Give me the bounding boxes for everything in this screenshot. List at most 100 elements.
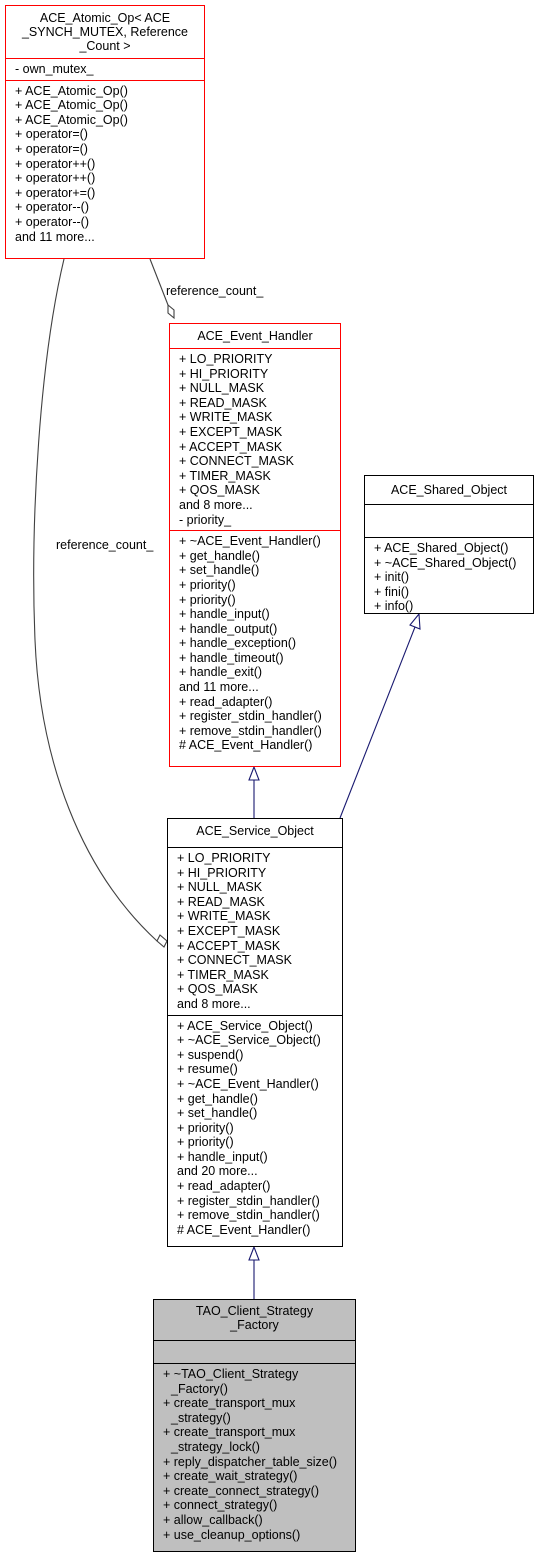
- composition-diamond-event-handler: [167, 303, 175, 320]
- method-section: + ACE_Atomic_Op() + ACE_Atomic_Op() + AC…: [6, 79, 204, 248]
- method-item: + ACE_Shared_Object(): [374, 541, 509, 555]
- attribute-item: + NULL_MASK: [177, 880, 263, 895]
- more-methods-link[interactable]: and 11 more...: [15, 229, 95, 244]
- method-item: + ~TAO_Client_Strategy: [163, 1367, 299, 1381]
- class-box-ace-event-handler[interactable]: ACE_Event_Handler + LO_PRIORITY + HI_PRI…: [169, 323, 341, 767]
- method-item: + handle_output(): [179, 621, 278, 636]
- attribute-item: + HI_PRIORITY: [177, 865, 267, 880]
- more-attributes-link[interactable]: and 8 more...: [179, 497, 253, 512]
- method-item: + set_handle(): [177, 1106, 258, 1121]
- attribute-item: + WRITE_MASK: [177, 909, 271, 924]
- attribute-item: - priority_: [179, 512, 232, 527]
- attribute-item: + READ_MASK: [177, 894, 265, 909]
- attribute-section: [365, 504, 533, 537]
- method-item: + operator++(): [15, 171, 96, 186]
- class-box-ace-shared-object[interactable]: ACE_Shared_Object + ACE_Shared_Object() …: [364, 475, 534, 614]
- method-item: + ~ACE_Shared_Object(): [374, 555, 517, 570]
- method-item: + ~ACE_Event_Handler(): [177, 1076, 319, 1091]
- class-title: ACE_Event_Handler: [170, 324, 340, 348]
- method-item: + info(): [374, 599, 414, 614]
- method-item: + priority(): [177, 1120, 234, 1135]
- attribute-item: + TIMER_MASK: [179, 468, 271, 483]
- method-item: + ACE_Atomic_Op(): [15, 112, 128, 127]
- attribute-section: [154, 1340, 355, 1363]
- method-item: + get_handle(): [179, 548, 260, 563]
- attribute-item: + QOS_MASK: [177, 982, 258, 997]
- method-item: + get_handle(): [177, 1091, 258, 1106]
- class-title-line: ACE_Service_Object: [196, 824, 314, 838]
- method-item: + read_adapter(): [177, 1179, 271, 1194]
- class-title-line: TAO_Client_Strategy: [195, 1304, 314, 1318]
- method-item: + register_stdin_handler(): [179, 709, 322, 724]
- method-item: + remove_stdin_handler(): [179, 723, 322, 738]
- method-item: + set_handle(): [179, 563, 260, 578]
- method-item: + operator=(): [15, 127, 88, 142]
- attribute-item: + HI_PRIORITY: [179, 366, 269, 381]
- method-item: + remove_stdin_handler(): [177, 1208, 320, 1223]
- edge-label-reference-count: reference_count_: [166, 284, 264, 298]
- class-box-ace-service-object[interactable]: ACE_Service_Object + LO_PRIORITY + HI_PR…: [167, 818, 343, 1247]
- class-title: ACE_Shared_Object: [365, 476, 533, 504]
- method-section: + ~ACE_Event_Handler() + get_handle() + …: [170, 530, 340, 756]
- attribute-item: + EXCEPT_MASK: [177, 923, 281, 938]
- attribute-item: + CONNECT_MASK: [179, 454, 294, 469]
- method-item: + create_wait_strategy(): [163, 1469, 298, 1484]
- attribute-item: + QOS_MASK: [179, 483, 260, 498]
- method-item: + ~ACE_Event_Handler(): [179, 534, 321, 549]
- method-item: + ACE_Atomic_Op(): [15, 98, 128, 113]
- method-item: + create_connect_strategy(): [163, 1483, 319, 1498]
- class-box-tao-client-strategy-factory[interactable]: TAO_Client_Strategy _Factory + ~TAO_Clie…: [153, 1299, 356, 1552]
- class-title-line: _Count >: [79, 39, 131, 53]
- attribute-item: + READ_MASK: [179, 395, 267, 410]
- inherit-arrow-shared-object: [409, 612, 421, 630]
- method-item-continuation: _strategy(): [171, 1410, 231, 1425]
- class-box-ace-atomic-op[interactable]: ACE_Atomic_Op< ACE _SYNCH_MUTEX, Referen…: [5, 5, 205, 259]
- method-item: + fini(): [374, 584, 410, 599]
- attribute-section: + LO_PRIORITY + HI_PRIORITY + NULL_MASK …: [170, 348, 340, 530]
- composition-diamond-service-object: [156, 934, 168, 948]
- method-item: + connect_strategy(): [163, 1498, 278, 1513]
- more-methods-link[interactable]: and 20 more...: [177, 1164, 258, 1179]
- method-item: + register_stdin_handler(): [177, 1193, 320, 1208]
- method-item: + operator--(): [15, 214, 89, 229]
- method-item-continuation: _strategy_lock(): [171, 1439, 260, 1454]
- method-item: + handle_exception(): [179, 636, 297, 651]
- more-methods-link[interactable]: and 11 more...: [179, 680, 259, 695]
- attribute-item: - own_mutex_: [15, 62, 94, 76]
- attribute-item: + ACCEPT_MASK: [177, 938, 281, 953]
- method-item: + operator++(): [15, 156, 96, 171]
- method-item: + use_cleanup_options(): [163, 1527, 301, 1542]
- method-section: + ~TAO_Client_Strategy _Factory() + crea…: [154, 1363, 355, 1545]
- attribute-section: + LO_PRIORITY + HI_PRIORITY + NULL_MASK …: [168, 847, 342, 1015]
- method-item: + ACE_Service_Object(): [177, 1018, 313, 1033]
- class-title-line: _Factory: [230, 1318, 279, 1332]
- more-attributes-link[interactable]: and 8 more...: [177, 996, 251, 1011]
- method-item: # ACE_Event_Handler(): [179, 738, 313, 753]
- method-item: + reply_dispatcher_table_size(): [163, 1454, 338, 1469]
- method-item: + priority(): [179, 592, 236, 607]
- edge-reference-count-event-handler: [149, 258, 169, 306]
- method-item-continuation: _Factory(): [171, 1381, 228, 1396]
- method-item: + init(): [374, 570, 410, 585]
- method-section: + ACE_Shared_Object() + ~ACE_Shared_Obje…: [365, 537, 533, 617]
- attribute-item: + EXCEPT_MASK: [179, 424, 283, 439]
- method-item: + read_adapter(): [179, 694, 273, 709]
- class-title-line: ACE_Atomic_Op< ACE: [39, 11, 171, 25]
- attribute-item: + CONNECT_MASK: [177, 953, 292, 968]
- method-item: + handle_exit(): [179, 665, 263, 680]
- method-item: + operator+=(): [15, 185, 96, 200]
- class-title: ACE_Atomic_Op< ACE _SYNCH_MUTEX, Referen…: [6, 6, 204, 58]
- attribute-item: + WRITE_MASK: [179, 410, 273, 425]
- method-item: + ACE_Atomic_Op(): [15, 83, 128, 98]
- method-item: + allow_callback(): [163, 1512, 263, 1527]
- method-item: + suspend(): [177, 1047, 244, 1062]
- inherit-arrow-service-object: [248, 1245, 260, 1261]
- class-title-line: _SYNCH_MUTEX, Reference: [21, 25, 189, 39]
- edge-inherit-shared-object: [339, 626, 416, 819]
- class-title-line: ACE_Shared_Object: [390, 483, 508, 497]
- class-title: TAO_Client_Strategy _Factory: [154, 1300, 355, 1340]
- method-section: + ACE_Service_Object() + ~ACE_Service_Ob…: [168, 1014, 342, 1241]
- attribute-item: + ACCEPT_MASK: [179, 439, 283, 454]
- method-item: + create_transport_mux: [163, 1425, 296, 1440]
